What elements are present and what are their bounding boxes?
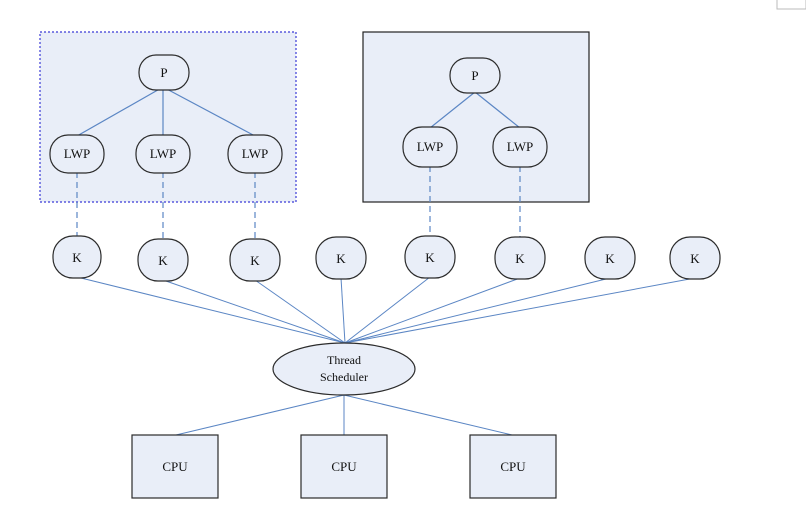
- kernel-thread-label: K: [425, 250, 435, 265]
- kernel-thread-label: K: [605, 251, 615, 266]
- lwp-node: [402, 126, 458, 168]
- kernel-thread-node: [229, 238, 281, 282]
- cpu-node: [300, 434, 388, 499]
- kernel-thread-node: [137, 238, 189, 282]
- kernel-thread-label: K: [336, 251, 346, 266]
- scheduler-cpu-links: [175, 394, 513, 436]
- kernel-thread-node: [315, 236, 367, 280]
- lwp-node: [492, 126, 548, 168]
- kernel-thread-label: K: [250, 253, 260, 268]
- kernel-thread-node: [584, 236, 636, 280]
- scheduler-label-line2: Scheduler: [320, 370, 368, 384]
- cpu-node: [131, 434, 219, 499]
- process-node-2: [449, 57, 501, 94]
- kernel-thread-label: K: [690, 251, 700, 266]
- lwp-label: LWP: [242, 146, 268, 161]
- kernel-thread-label: K: [72, 250, 82, 265]
- kernel-scheduler-links: [76, 276, 696, 344]
- lwp-label: LWP: [150, 146, 176, 161]
- kernel-thread-label: K: [515, 251, 525, 266]
- thread-scheduler-node: [272, 342, 416, 396]
- lwp-label: LWP: [507, 139, 533, 154]
- cpu-label: CPU: [331, 459, 357, 474]
- group2-process-links: [429, 91, 521, 129]
- kernel-thread-node: [404, 235, 456, 279]
- lwp-node: [135, 134, 191, 174]
- kernel-thread-node: [52, 235, 102, 279]
- lwp-kernel-links: [76, 166, 521, 240]
- cpu-label: CPU: [500, 459, 526, 474]
- process-node-1: [138, 54, 190, 91]
- process-label-2: P: [471, 68, 478, 83]
- scheduler-label-line1: Thread: [327, 353, 361, 367]
- kernel-thread-label: K: [158, 253, 168, 268]
- corner-box: [776, 0, 806, 10]
- cpu-node: [469, 434, 557, 499]
- kernel-thread-node: [669, 236, 721, 280]
- kernel-thread-node: [494, 236, 546, 280]
- cpu-label: CPU: [162, 459, 188, 474]
- group1-process-links: [76, 86, 256, 137]
- lwp-node: [49, 134, 105, 174]
- lwp-node: [227, 134, 283, 174]
- process-label-1: P: [160, 65, 167, 80]
- lwp-label: LWP: [417, 139, 443, 154]
- lwp-label: LWP: [64, 146, 90, 161]
